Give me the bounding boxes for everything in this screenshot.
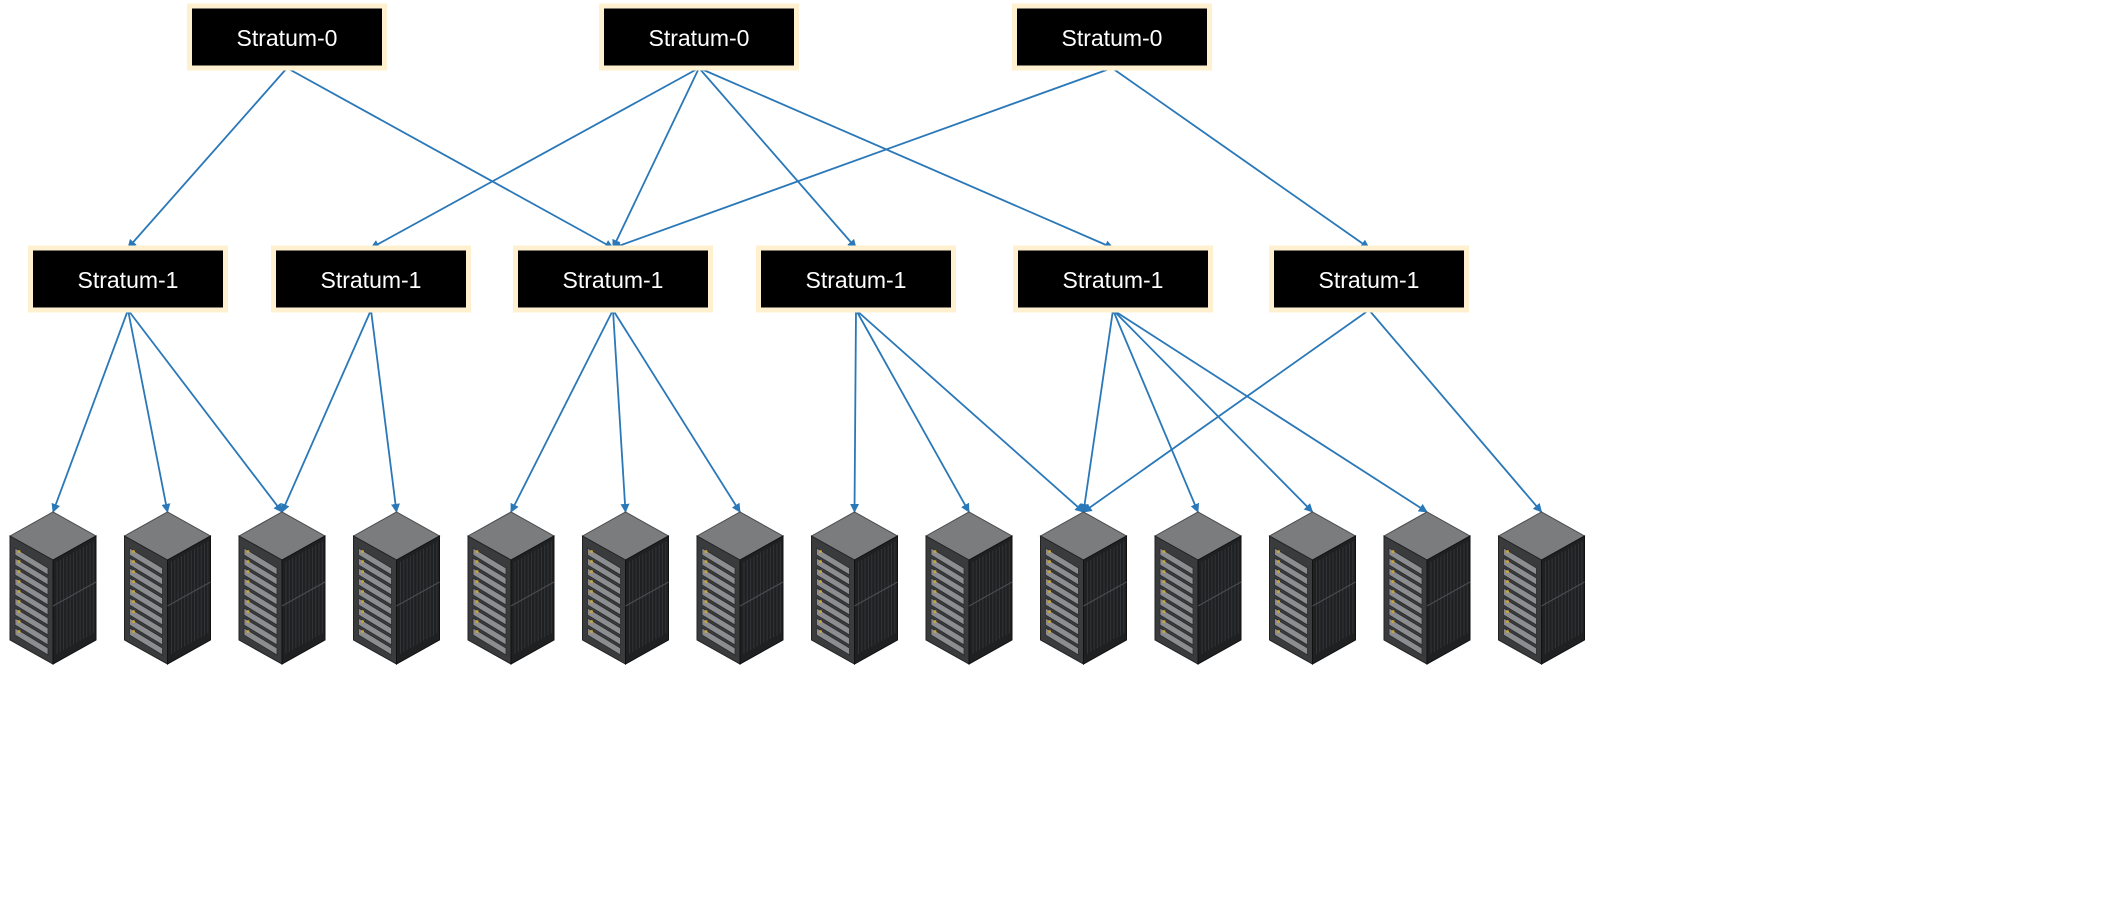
stratum0-box — [599, 3, 799, 71]
edge-s0-3-to-s1-6 — [1111, 67, 1370, 249]
stratum1-box — [1269, 245, 1469, 313]
stratum0-box — [187, 3, 387, 71]
stratum1-box — [513, 245, 713, 313]
edge-s1-5-to-srv-10 — [1080, 309, 1114, 513]
stratum1-box — [28, 245, 228, 313]
edge-s1-4-to-srv-10 — [855, 309, 1085, 513]
stratum0-box — [1012, 3, 1212, 71]
stratum1-label: Stratum-1 — [321, 267, 422, 293]
server-rack-icon — [810, 511, 899, 665]
edge-s1-4-to-srv-8 — [850, 309, 860, 513]
edge-s1-4-to-srv-9 — [855, 309, 970, 513]
edge-s0-3-to-s1-3 — [612, 67, 1113, 250]
stratum0-label: Stratum-0 — [649, 25, 750, 51]
server-rack-icon — [1153, 511, 1243, 665]
server-rack-icon — [123, 511, 212, 665]
edge-s1-1-to-srv-1 — [51, 309, 129, 513]
stratum0-node-3: Stratum-0 — [1012, 3, 1212, 71]
edge-s0-2-to-s1-3 — [612, 67, 700, 249]
server-rack-icon — [924, 511, 1014, 665]
server-rack-icon — [8, 511, 98, 665]
stratum1-box — [271, 245, 471, 313]
edge-s1-2-to-srv-4 — [370, 309, 400, 513]
stratum1-label: Stratum-1 — [1063, 267, 1164, 293]
stratum0-label: Stratum-0 — [1062, 25, 1163, 51]
server-rack-icon — [237, 511, 327, 665]
stratum0-node-2: Stratum-0 — [599, 3, 799, 71]
server-rack-icon — [466, 511, 556, 665]
stratum1-label: Stratum-1 — [1319, 267, 1420, 293]
edge-s1-1-to-srv-3 — [127, 309, 283, 513]
stratum1-node-2: Stratum-1 — [271, 245, 471, 313]
edge-s1-1-to-srv-2 — [127, 309, 171, 513]
stratum1-node-1: Stratum-1 — [28, 245, 228, 313]
edge-s1-6-to-srv-14 — [1368, 309, 1543, 513]
server-rack-icon — [581, 511, 670, 665]
edge-s1-3-to-srv-7 — [612, 309, 741, 513]
stratum1-node-5: Stratum-1 — [1013, 245, 1213, 313]
edge-s0-2-to-s1-5 — [698, 67, 1114, 249]
stratum1-node-4: Stratum-1 — [756, 245, 956, 313]
edge-s1-2-to-srv-3 — [281, 309, 372, 513]
server-rack-icon — [1497, 511, 1586, 665]
stratum0-node-1: Stratum-0 — [187, 3, 387, 71]
servers-layer — [8, 511, 1586, 665]
edge-s1-6-to-srv-10 — [1082, 309, 1370, 513]
edge-s0-1-to-s1-1 — [127, 67, 288, 249]
stratum1-box — [756, 245, 956, 313]
stratum1-node-6: Stratum-1 — [1269, 245, 1469, 313]
stratum1-box — [1013, 245, 1213, 313]
server-rack-icon — [1039, 511, 1128, 665]
edge-s0-1-to-s1-3 — [286, 67, 614, 249]
stratum0-label: Stratum-0 — [237, 25, 338, 51]
stratum1-node-3: Stratum-1 — [513, 245, 713, 313]
edge-s1-3-to-srv-5 — [510, 309, 614, 513]
edge-s1-3-to-srv-6 — [612, 309, 630, 513]
edge-s1-5-to-srv-12 — [1112, 309, 1314, 513]
server-rack-icon — [1382, 511, 1472, 665]
stratum1-label: Stratum-1 — [806, 267, 907, 293]
edge-s1-5-to-srv-13 — [1112, 309, 1428, 513]
edge-s0-2-to-s1-2 — [370, 67, 700, 249]
stratum1-label: Stratum-1 — [563, 267, 664, 293]
edge-s1-5-to-srv-11 — [1112, 309, 1200, 513]
server-rack-icon — [352, 511, 441, 665]
server-rack-icon — [695, 511, 785, 665]
edges-layer — [51, 67, 1543, 513]
stratum1-label: Stratum-1 — [78, 267, 179, 293]
server-rack-icon — [1268, 511, 1357, 665]
edge-s0-2-to-s1-4 — [698, 67, 857, 249]
